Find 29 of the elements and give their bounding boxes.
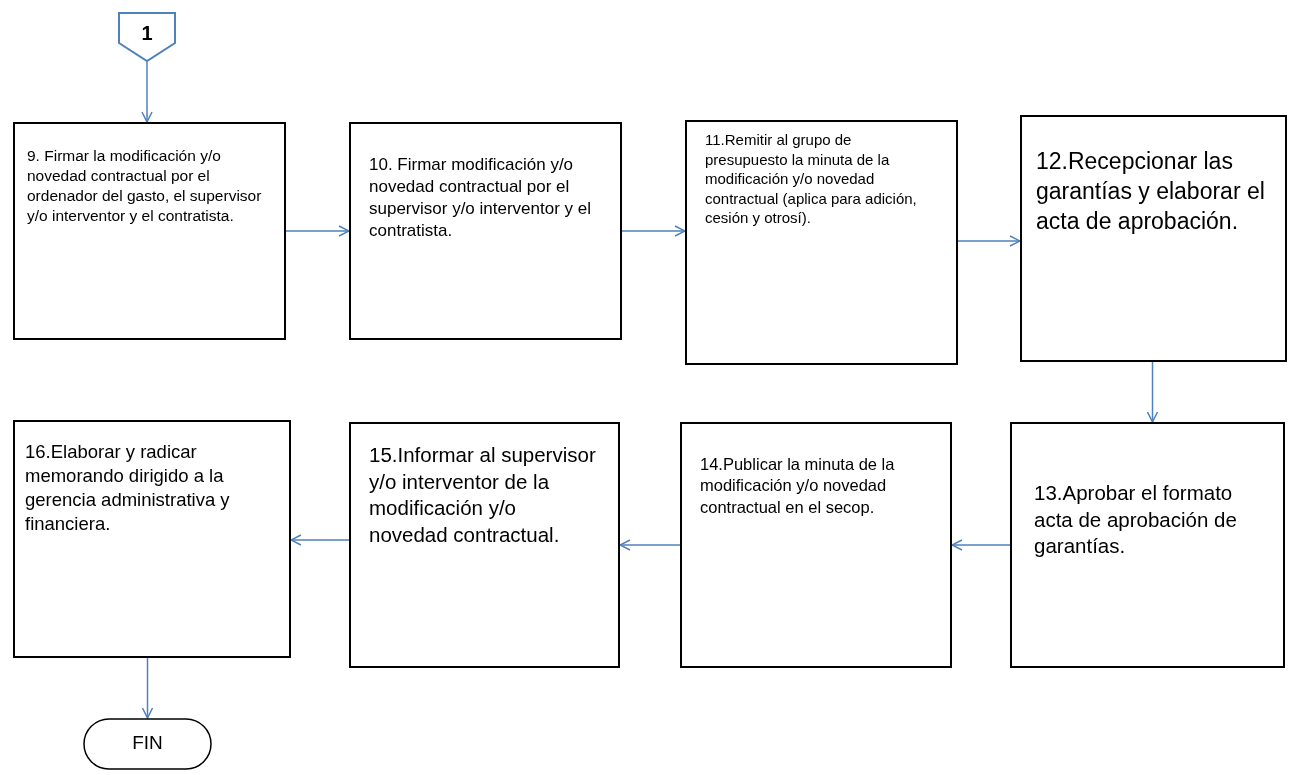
process-box — [13, 122, 286, 340]
process-box — [680, 422, 952, 668]
process-box — [13, 420, 291, 658]
node-label: 1 — [140, 21, 154, 46]
arrow — [621, 225, 686, 237]
terminal-shape — [83, 718, 212, 770]
step-text: 13.Aprobar el formato acta de aprobación de garantías. — [1034, 480, 1238, 560]
process-box — [1010, 422, 1285, 668]
process-box — [1020, 115, 1287, 362]
arrow — [285, 225, 350, 237]
arrow — [141, 657, 154, 719]
arrow — [619, 539, 681, 551]
process-box — [349, 422, 620, 668]
arrow — [1146, 361, 1159, 423]
process-box — [685, 120, 958, 365]
step-text: 11.Remitir al grupo de presupuesto la minuta de la modificación y/o novedad contractual (aplica para adición, cesión y otrosí). — [705, 130, 918, 228]
step-text: 9. Firmar la modificación y/o novedad contractual por el ordenador del gasto, el supervisor y/o interventor y el contratista. — [27, 146, 263, 227]
off-page-connector — [118, 12, 176, 62]
node-label: FIN — [131, 731, 164, 755]
arrow — [951, 539, 1011, 551]
step-text: 12.Recepcionar las garantías y elaborar el acta de aprobación. — [1036, 147, 1266, 236]
step-text: 15.Informar al supervisor y/o interventor de la modificación y/o novedad contractual. — [369, 442, 597, 548]
step-text: 14.Publicar la minuta de la modificación y/o novedad contractual en el secop. — [700, 454, 896, 518]
arrow — [290, 534, 350, 546]
arrow — [141, 61, 153, 123]
process-box — [349, 122, 622, 340]
step-text: 10. Firmar modificación y/o novedad contractual por el supervisor y/o interventor y el contratista. — [369, 154, 593, 243]
step-text: 16.Elaborar y radicar memorando dirigido a la gerencia administrativa y financiera. — [25, 440, 231, 537]
arrow — [957, 235, 1021, 247]
